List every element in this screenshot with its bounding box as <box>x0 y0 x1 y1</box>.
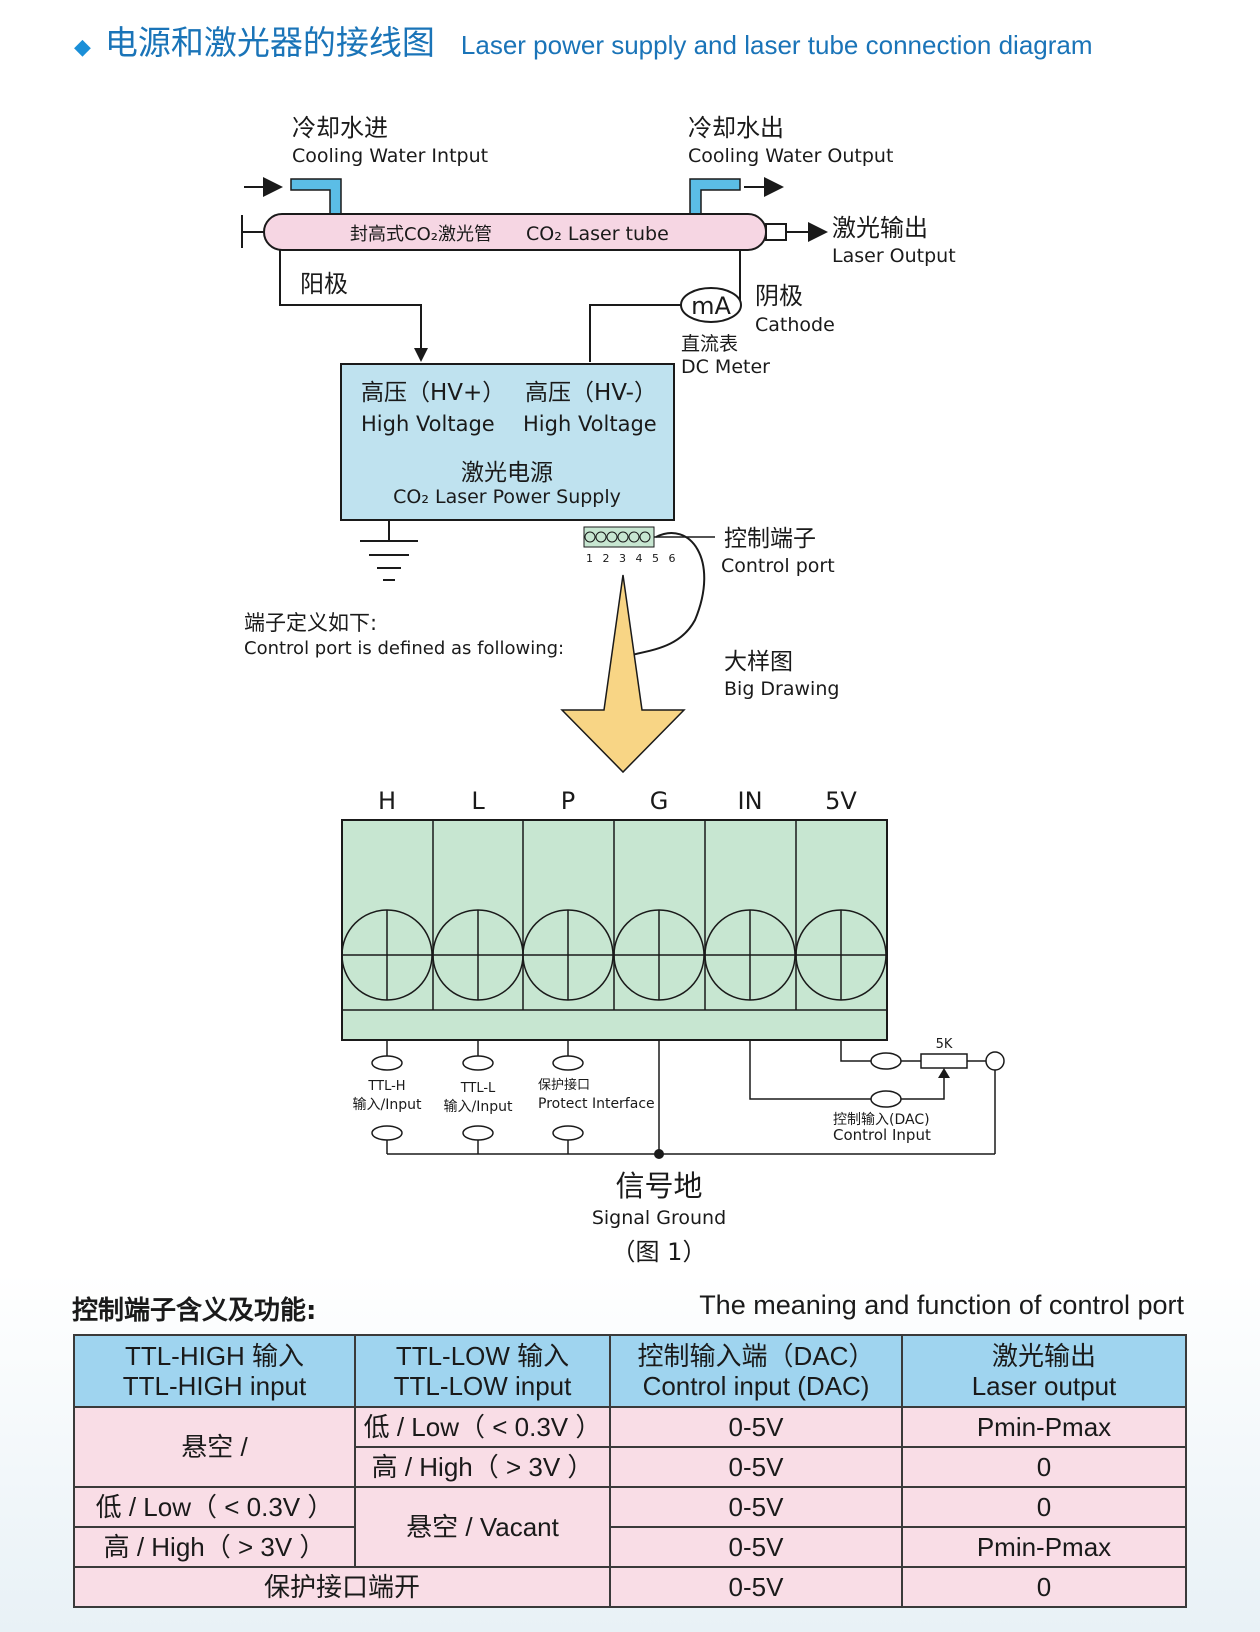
water-outlet-pipe <box>689 178 741 215</box>
meter-en: DC Meter <box>681 356 770 378</box>
cell-dac: 0-5V <box>609 1406 903 1448</box>
cell-ttl-low: 悬空 / Vacant <box>354 1486 611 1568</box>
control-input-en: Control Input <box>833 1126 931 1144</box>
cell-ttl-high: 悬空 / <box>73 1406 356 1488</box>
ttl-h-input-label: 输入/Input <box>353 1097 422 1113</box>
terminal-def-en: Control port is defined as following: <box>244 638 564 659</box>
cell-dac: 0-5V <box>609 1566 903 1608</box>
pin-numbers: 1 2 3 4 5 6 <box>586 552 678 565</box>
table-header-row: TTL-HIGH 输入 TTL-HIGH input TTL-LOW 输入 TT… <box>73 1334 1187 1408</box>
cell-protect-open: 保护接口端开 <box>73 1566 611 1608</box>
hv-minus-cn: 高压（HV-） <box>525 380 657 406</box>
cathode-cn: 阴极 <box>755 282 803 310</box>
laser-tube <box>263 213 767 251</box>
page-title-cn: 电源和激光器的接线图 <box>104 23 435 62</box>
signal-ground-cn: 信号地 <box>615 1169 702 1203</box>
laser-output-en: Laser Output <box>832 245 956 267</box>
page-title-en: Laser power supply and laser tube connec… <box>460 30 1093 60</box>
anode-label: 阳极 <box>300 270 348 298</box>
cell-ttl-high: 高 / High（ > 3V ） <box>73 1526 356 1568</box>
table-row: 保护接口端开 0-5V 0 <box>73 1566 1187 1608</box>
wiring-diagram: 冷却水进 Cooling Water Intput 冷却水出 Cooling W… <box>241 114 1005 1266</box>
table-title-en: The meaning and function of control port <box>699 1290 1184 1320</box>
meter-cn: 直流表 <box>681 333 738 355</box>
control-input-cn: 控制输入(DAC) <box>833 1112 930 1128</box>
control-port-en: Control port <box>721 555 835 577</box>
cell-ttl-low: 低 / Low（ < 0.3V ） <box>354 1406 611 1448</box>
hv-plus-cn: 高压（HV+） <box>361 380 505 406</box>
big-arrow-icon <box>560 574 686 774</box>
cell-laser-output: Pmin-Pmax <box>901 1406 1187 1448</box>
water-out-cn: 冷却水出 <box>688 114 784 142</box>
figure-label: （图 1） <box>612 1238 707 1266</box>
terminal-label-g: G <box>650 787 669 815</box>
cell-ttl-high: 低 / Low（ < 0.3V ） <box>73 1486 356 1528</box>
laser-output-cn: 激光输出 <box>832 214 928 242</box>
header-ttl-low: TTL-LOW 输入 TTL-LOW input <box>354 1334 611 1408</box>
diamond-bullet-icon: ◆ <box>74 35 91 60</box>
table-title-cn: 控制端子含义及功能: <box>72 1296 317 1326</box>
water-out-en: Cooling Water Output <box>688 145 893 167</box>
tube-label-cn: 封高式CO₂激光管 <box>350 224 492 245</box>
terminal-label-p: P <box>561 787 575 815</box>
cell-laser-output: 0 <box>901 1486 1187 1528</box>
cell-dac: 0-5V <box>609 1526 903 1568</box>
leader-line <box>631 532 706 656</box>
protect-cn: 保护接口 <box>538 1077 590 1093</box>
hv-minus-en: High Voltage <box>523 412 657 436</box>
page-header: ◆ 电源和激光器的接线图 Laser power supply and lase… <box>74 16 1093 66</box>
anode-arrow-icon <box>414 348 428 362</box>
header-laser-output: 激光输出 Laser output <box>901 1334 1187 1408</box>
terminal-label-5v: 5V <box>825 787 857 815</box>
wiper-arrow-icon <box>938 1068 950 1078</box>
table-row: 悬空 / 低 / Low（ < 0.3V ） 0-5V Pmin-Pmax <box>73 1406 1187 1488</box>
header-dac: 控制输入端（DAC） Control input (DAC) <box>609 1334 903 1408</box>
ttl-h-label: TTL-H <box>367 1079 405 1094</box>
ttl-l-input-label: 输入/Input <box>444 1099 513 1115</box>
water-inlet-pipe <box>290 178 342 215</box>
control-port-cn: 控制端子 <box>724 526 816 552</box>
terminal-label-l: L <box>471 787 485 815</box>
table-row: 高 / High（ > 3V ） 0-5V Pmin-Pmax <box>73 1526 1187 1568</box>
header-ttl-high: TTL-HIGH 输入 TTL-HIGH input <box>73 1334 356 1408</box>
cell-laser-output: 0 <box>901 1446 1187 1488</box>
control-wiring <box>371 1040 1005 1155</box>
tube-label-en: CO₂ Laser tube <box>526 223 669 245</box>
dc-meter-icon <box>680 287 742 323</box>
junction-dot <box>654 1149 664 1159</box>
signal-ground-en: Signal Ground <box>592 1207 726 1229</box>
table-row: 低 / Low（ < 0.3V ） 悬空 / Vacant 0-5V 0 <box>73 1486 1187 1568</box>
control-port-connector <box>583 526 655 548</box>
meter-symbol: mA <box>691 292 731 320</box>
cell-ttl-low: 高 / High（ > 3V ） <box>354 1446 611 1488</box>
cathode-en: Cathode <box>755 314 835 336</box>
control-port-table: TTL-HIGH 输入 TTL-HIGH input TTL-LOW 输入 TT… <box>73 1334 1187 1608</box>
table-row: 高 / High（ > 3V ） 0-5V 0 <box>74 1446 1187 1488</box>
resistor-label: 5K <box>936 1037 953 1052</box>
ttl-l-label: TTL-L <box>460 1081 496 1096</box>
cell-dac: 0-5V <box>609 1486 903 1528</box>
big-drawing-en: Big Drawing <box>724 678 839 700</box>
ground-icon <box>360 520 418 581</box>
cell-laser-output: Pmin-Pmax <box>901 1526 1187 1568</box>
cell-dac: 0-5V <box>609 1446 903 1488</box>
terminal-block <box>341 819 888 1041</box>
terminal-label-h: H <box>378 787 396 815</box>
psu-label-cn: 激光电源 <box>461 460 553 486</box>
terminal-label-in: IN <box>737 787 762 815</box>
psu-label-en: CO₂ Laser Power Supply <box>393 486 621 508</box>
terminal-def-cn: 端子定义如下: <box>244 611 377 635</box>
cell-laser-output: 0 <box>901 1566 1187 1608</box>
hv-plus-en: High Voltage <box>361 412 495 436</box>
big-drawing-cn: 大样图 <box>724 649 793 675</box>
water-in-cn: 冷却水进 <box>292 114 388 142</box>
protect-en: Protect Interface <box>538 1096 655 1112</box>
water-in-en: Cooling Water Intput <box>292 145 488 167</box>
laser-power-supply <box>340 363 675 521</box>
